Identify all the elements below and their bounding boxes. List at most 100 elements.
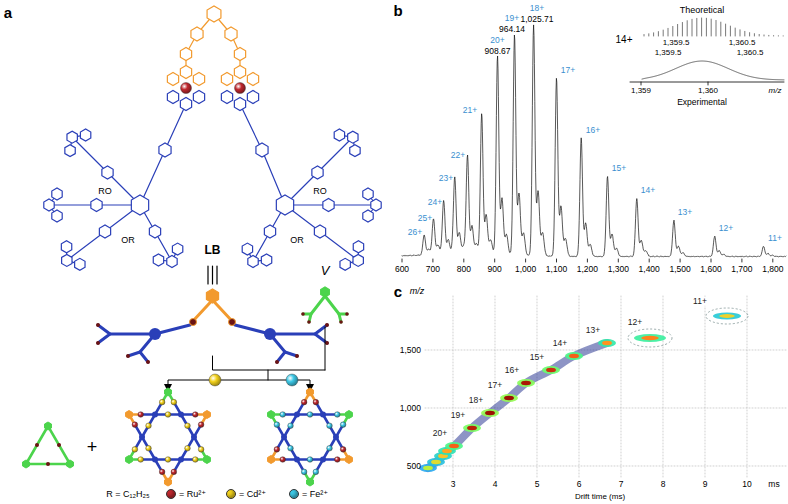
lb-icon-part (206, 289, 218, 303)
drift-time-map-part (425, 408, 786, 409)
isotope-inset-part (668, 28, 669, 36)
lb-structure-part (172, 243, 182, 255)
lb-structure-part (235, 83, 246, 94)
lb-icon-part (264, 328, 276, 340)
drift-time-map-part (621, 296, 622, 477)
legend-swatch (289, 489, 299, 499)
lb-structure-part (191, 27, 203, 41)
charge-label: 19+ (505, 14, 519, 23)
v-ligand-icon-part (301, 312, 305, 316)
charge-label: 13+ (678, 208, 692, 217)
star-assembly-part (146, 423, 152, 429)
star-assembly-part (171, 469, 177, 475)
lb-structure-part (334, 129, 344, 141)
drift-time-map-part (565, 352, 583, 360)
isotope-inset-part (648, 34, 649, 36)
star-assembly-part (198, 422, 204, 428)
lb-structure-part (70, 205, 140, 258)
v-ligand-icon-part (307, 320, 311, 324)
star-assembly-part (192, 457, 198, 463)
isotope-inset-part (687, 21, 688, 36)
lb-structure-part (61, 241, 71, 253)
charge-label: 25+ (418, 214, 432, 223)
drift-time-map-part (706, 308, 748, 324)
charge-label: 15+ (529, 353, 545, 362)
isotope-inset-part (653, 33, 654, 36)
mass-spectrum-part (680, 259, 681, 262)
axis-tick-label: 6 (577, 480, 582, 489)
lb-icon-part (213, 300, 233, 321)
axis-tick-label: 9 (703, 480, 708, 489)
panel-letter: a (4, 5, 12, 20)
triangle-assembly-part (23, 460, 30, 468)
lb-icon-part (149, 328, 161, 340)
isotope-inset (630, 18, 784, 85)
lb-structure-part (167, 73, 178, 86)
node-text: V (321, 264, 330, 277)
mz-value: 1,025.71 (520, 15, 553, 24)
star-assembly-part (346, 411, 353, 419)
lb-icon-part (275, 360, 279, 364)
charge-label: 16+ (504, 366, 520, 375)
drift-time-map-part (428, 343, 607, 468)
isotope-inset-part (754, 34, 755, 36)
mass-spectrum-part (463, 259, 464, 262)
mass-spectrum-part (556, 259, 557, 262)
star-assembly-part (146, 445, 152, 451)
triangle-assembly-part (35, 443, 39, 447)
star-assembly-part (307, 388, 314, 396)
isotope-inset-part (663, 30, 664, 36)
drift-time-map-part (719, 314, 734, 318)
lb-structure-part (363, 188, 373, 200)
lb-icon-part (325, 323, 329, 327)
star-assembly-part (178, 457, 184, 463)
star-assembly-part (139, 434, 145, 440)
drift-time-map-part (542, 366, 560, 374)
lb-structure-part (264, 225, 275, 238)
charge-label: 20+ (490, 36, 504, 45)
star-assembly-part (268, 411, 275, 419)
charge-label: 24+ (428, 198, 442, 207)
isotope-inset-part (783, 35, 784, 36)
lb-structure-part (75, 258, 85, 270)
star-assembly-part (334, 412, 340, 418)
panel-letter: b (393, 3, 402, 18)
formula-label: R = C₁₂H₂₅ (106, 490, 149, 499)
drift-time-map-part (521, 381, 531, 385)
lb-structure-part (234, 48, 245, 61)
star-assembly-part (294, 457, 300, 463)
equivalence-sign-part (216, 266, 217, 284)
lb-structure-part (65, 145, 75, 157)
star-assembly-part (320, 412, 326, 418)
v-ligand-icon-part (345, 312, 349, 316)
star-assembly-part (138, 412, 144, 418)
scheme-lines-part (268, 370, 269, 380)
lb-structure-part (159, 143, 171, 157)
lb-icon-part (128, 352, 148, 362)
mz-value: 908.67 (485, 47, 511, 56)
mz-value: 964.14 (499, 25, 525, 34)
axis-tick-label: 1,800 (762, 265, 783, 274)
lb-structure-part (167, 91, 178, 104)
drift-time-map-part (449, 444, 459, 448)
star-assembly-part (274, 422, 280, 428)
star-assembly-part (191, 434, 197, 440)
lb-icon-part (190, 319, 197, 326)
drift-time-map-part (423, 466, 433, 470)
drift-time-map-part (747, 296, 748, 477)
lb-structure-part (261, 254, 271, 266)
charge-label: 18+ (530, 4, 544, 13)
lb-structure-part (242, 243, 252, 255)
v-ligand-icon-part (339, 320, 343, 324)
lb-icon-part (270, 333, 315, 336)
lb-structure-part (247, 73, 258, 86)
charge-label: 11+ (692, 297, 708, 306)
lb-icon-part (295, 354, 299, 358)
star-assembly-part (288, 445, 294, 451)
isotope-inset-part (773, 35, 774, 36)
drift-time-map (419, 296, 786, 477)
star-assembly-part (327, 423, 333, 429)
equivalence-sign (208, 266, 217, 284)
lb-structure-part (348, 131, 358, 143)
equivalence-sign-part (207, 266, 208, 284)
